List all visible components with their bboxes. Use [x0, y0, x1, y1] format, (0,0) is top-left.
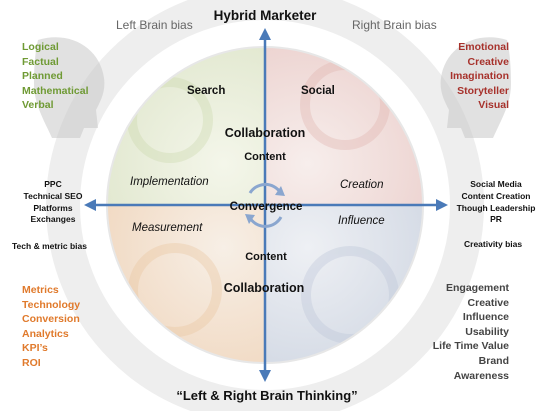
axes [84, 28, 448, 382]
list-item: Planned [22, 70, 63, 83]
list-item: Usability [465, 325, 509, 338]
left-tactics: PPC Technical SEO Platforms Exchanges [24, 179, 83, 226]
arrow-left-icon [84, 199, 96, 211]
quadrant-label-measurement: Measurement [132, 222, 203, 234]
right-head-icon [440, 37, 511, 139]
list-item: Social Media [470, 179, 522, 189]
list-item: Visual [478, 99, 509, 112]
list-item: PPC [44, 179, 62, 189]
list-item: Engagement [445, 282, 509, 294]
list-item: Conversion [22, 313, 80, 326]
quadrant-label-influence: Influence [338, 215, 385, 227]
quadrant-label-implementation: Implementation [130, 176, 209, 188]
list-item: Brand [478, 354, 509, 367]
list-item: Mathematical [22, 84, 89, 97]
list-item: Content Creation [461, 190, 531, 201]
list-item: PR [490, 214, 502, 225]
right-bias-label: Right Brain bias [352, 18, 437, 32]
right-metrics: Engagement Creative Influence Usability … [433, 281, 509, 383]
arrow-right-icon [436, 199, 448, 211]
content-top-label: Content [244, 151, 286, 163]
list-item: Exchanges [30, 214, 76, 225]
left-tactics-bias: Tech & metric bias [12, 241, 87, 251]
left-head-icon [34, 37, 105, 139]
quadrant-circle [107, 47, 423, 363]
convergence-cycle-icon [245, 182, 285, 228]
list-item: Influence [462, 311, 509, 324]
left-metrics: Metrics Technology Conversion Analytics … [22, 283, 80, 371]
content-bottom-label: Content [245, 251, 287, 263]
list-item: Metrics [22, 284, 59, 296]
collaboration-top-label: Collaboration [224, 126, 306, 140]
list-item: Analytics [22, 327, 69, 340]
list-item: Verbal [22, 99, 54, 112]
background-ring [46, 0, 484, 411]
list-item: KPI’s [22, 342, 48, 355]
list-item: Life Time Value [432, 340, 509, 353]
list-item: Awareness [453, 369, 509, 382]
left-bias-label: Left Brain bias [116, 18, 193, 32]
list-item: Creative [467, 55, 509, 68]
list-item: Emotional [458, 41, 509, 53]
list-item: Factual [22, 55, 59, 68]
list-item: ROI [22, 356, 41, 369]
gear-icon [128, 243, 222, 337]
right-tactics-bias: Creativity bias [464, 239, 523, 249]
diagram-footer: “Left & Right Brain Thinking” [176, 388, 358, 403]
list-item: Though Leadership [456, 202, 536, 213]
right-brain-traits: Emotional Creative Imagination Storytell… [450, 40, 509, 113]
list-item: Platforms [33, 202, 73, 213]
quadrant-label-creation: Creation [340, 179, 384, 191]
arrow-up-icon [259, 28, 271, 40]
list-item: Storyteller [457, 84, 509, 97]
list-item: Creative [467, 296, 509, 309]
quadrant-label-search: Search [187, 85, 226, 97]
right-tactics: Social Media Content Creation Though Lea… [457, 179, 536, 226]
list-item: Technical SEO [23, 190, 83, 201]
convergence-label: Convergence [229, 201, 303, 213]
left-brain-traits: Logical Factual Planned Mathematical Ver… [22, 40, 89, 113]
arrow-down-icon [259, 370, 271, 382]
diagram-title: Hybrid Marketer [213, 8, 317, 23]
list-item: Logical [22, 41, 59, 53]
list-item: Technology [22, 298, 81, 311]
collaboration-bottom-label: Collaboration [223, 281, 305, 295]
quadrant-label-social: Social [301, 85, 335, 97]
list-item: Imagination [450, 70, 509, 83]
